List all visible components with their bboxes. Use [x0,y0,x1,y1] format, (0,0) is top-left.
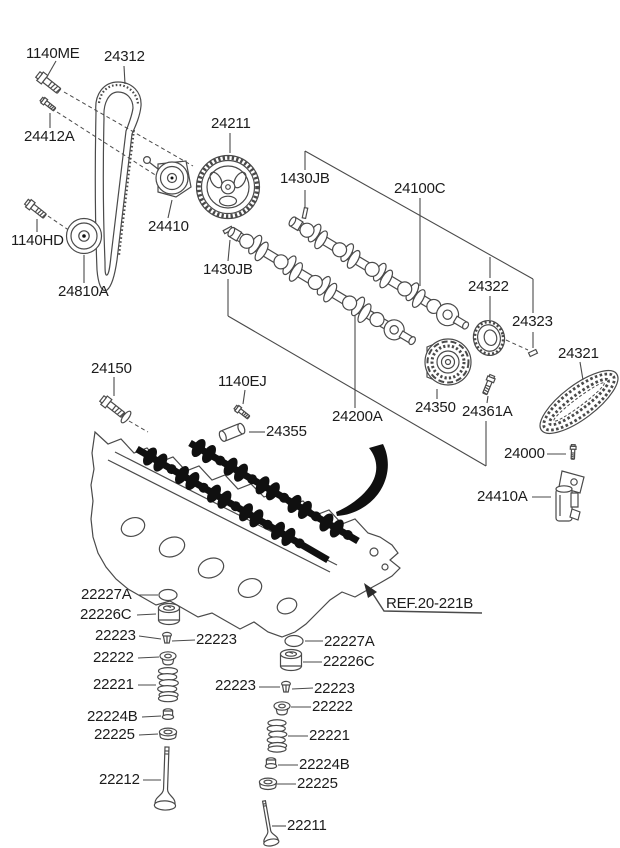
part-label-22227a-right: 22227A [324,633,375,650]
part-label-24361a: 24361A [462,403,513,420]
bolt-1140hd-drawing [23,197,49,221]
part-label-22223-right-inner: 22223 [314,680,355,697]
valve-train-right-icons [256,634,304,848]
part-label-22227a-left: 22227A [81,586,132,603]
part-label-24355: 24355 [266,423,307,440]
part-label-22223-left-outer: 22223 [95,627,136,644]
cam-sprocket-drawing [197,156,260,219]
ref-arrow [364,583,482,613]
bolt-24361a-drawing [480,373,497,396]
part-label-1430jb-top: 1430JB [280,170,330,187]
plug-24355-drawing [218,422,246,442]
part-label-24323: 24323 [512,313,553,330]
dowel-pin-intake-drawing [302,208,307,219]
part-label-1140hd: 1140HD [11,232,64,249]
part-label-22224b-right: 22224B [299,756,350,773]
part-label-22226c-left: 22226C [80,606,132,623]
part-label-24100c: 24100C [394,180,446,197]
part-label-22221-right: 22221 [309,727,350,744]
timing-chain-drawing [531,360,620,444]
part-label-22223-right-outer: 22223 [215,677,256,694]
belt-tensioner-drawing [144,157,191,197]
part-label-22223-left-inner: 22223 [196,631,237,648]
part-label-1140me: 1140ME [26,45,80,62]
placement-arrow [336,444,388,516]
part-label-22211: 22211 [287,817,327,834]
installed-camshafts-overlay [137,438,358,560]
bolt-24150-drawing [97,393,133,424]
leader-lines [37,61,583,826]
part-label-1140ej: 1140EJ [218,373,267,390]
bolt-1140ej-drawing [232,404,252,421]
part-label-24412a: 24412A [24,128,75,145]
part-label-22224b-left: 22224B [87,708,138,725]
part-label-24150: 24150 [91,360,132,377]
part-label-24321: 24321 [558,345,599,362]
part-label-24350: 24350 [415,399,456,416]
part-label-24000: 24000 [504,445,545,462]
part-label-22221-left: 22221 [93,676,134,693]
part-label-22222-left: 22222 [93,649,134,666]
chain-tensioner-drawing [556,471,584,521]
idler-pulley-drawing [67,219,102,254]
part-label-24200a: 24200A [332,408,383,425]
ref-label-20-221b: REF.20-221B [386,595,474,612]
bolt-24000-drawing [569,444,577,460]
timing-belt-drawing [95,82,141,290]
part-label-24810a: 24810A [58,283,109,300]
part-label-24410: 24410 [148,218,189,235]
part-label-1430jb-mid: 1430JB [203,261,253,278]
part-label-22222-right: 22222 [312,698,353,715]
bolt-24412a-drawing [38,96,58,113]
part-label-22212: 22212 [99,771,140,788]
woodruff-key-drawing [529,349,538,356]
intake-camshaft-drawing [285,210,474,336]
part-label-24322: 24322 [468,278,509,295]
cvvt-assembly-drawing [425,339,471,385]
part-label-22225-left: 22225 [94,726,135,743]
part-label-22226c-right: 22226C [323,653,375,670]
valve-train-left-icons [153,588,181,812]
part-label-22225-right: 22225 [297,775,338,792]
part-label-24211: 24211 [211,115,251,132]
exhaust-camshaft-drawing [223,220,421,352]
part-label-24410a: 24410A [477,488,528,505]
chain-sprocket-drawing [470,318,508,359]
part-label-24312: 24312 [104,48,145,65]
